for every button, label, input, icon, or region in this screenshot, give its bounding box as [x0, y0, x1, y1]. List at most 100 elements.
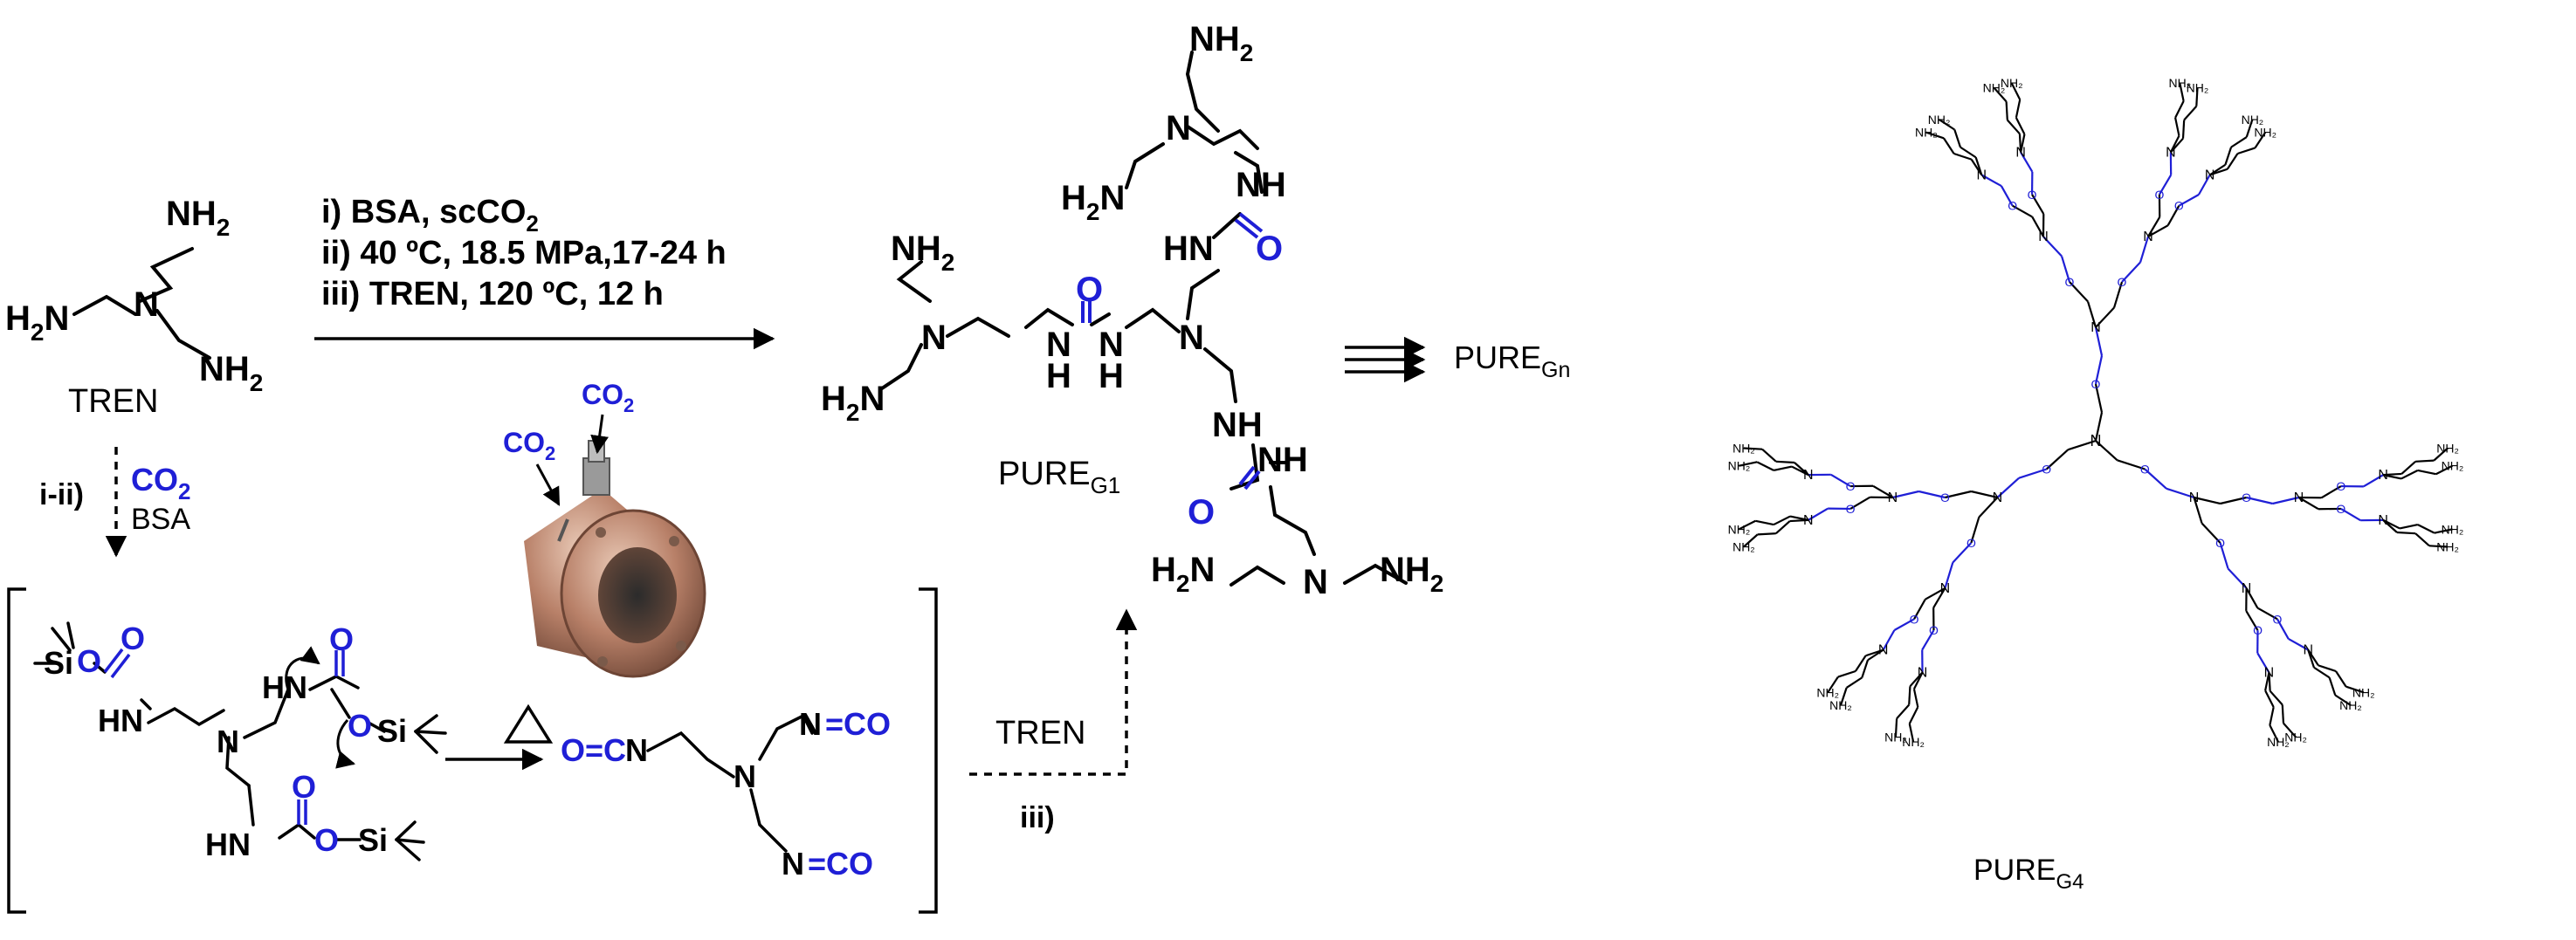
down-step-bsa: BSA — [131, 503, 190, 536]
g1-o-center: O — [1076, 271, 1103, 309]
g1-n-top: N — [1166, 109, 1191, 148]
dendrimer-bond — [1839, 687, 1848, 706]
g1-urea-co-bonds — [1081, 212, 1264, 491]
dendrimer-atom-label: NH₂ — [2284, 730, 2307, 744]
tren-step-label: iii) — [1020, 801, 1055, 834]
dendrimer-bond — [1938, 118, 1955, 131]
g1-bonds — [880, 51, 1408, 587]
dendrimer-bond — [2193, 497, 2203, 524]
dendrimer-bond — [1837, 669, 1856, 678]
dendrimer-bond — [2269, 690, 2283, 706]
dendrimer-bond — [2230, 136, 2248, 148]
dendrimer-bond — [2069, 281, 2089, 303]
dendrimer-bond — [1882, 629, 1896, 651]
dendrimer-atom-label: NH₂ — [2436, 442, 2459, 456]
dendrimer-bond — [2396, 531, 2416, 535]
heat-triangle-icon — [503, 703, 554, 744]
dendrimer-bond — [2068, 439, 2097, 451]
dendrimer-bond — [2417, 469, 2436, 476]
isocyanate-bottom-n: N — [782, 846, 804, 882]
dendrimer-atom-label: NH₂ — [2187, 81, 2209, 95]
dendrimer-bond — [2020, 134, 2026, 153]
dendrimer-bond — [2219, 542, 2229, 569]
dendrimer-bond — [2170, 137, 2184, 154]
g1-nh-a-h: H — [1046, 357, 1071, 395]
dendrimer-atom-label: O — [2008, 199, 2017, 213]
step-iii-text: iii) TREN, 120 ºC, 12 h — [321, 276, 664, 312]
dendrimer-atom-label: NH₂ — [1732, 442, 1755, 456]
dendrimer-bond — [2283, 722, 2297, 738]
dendrimer-bond — [2433, 447, 2449, 462]
dendrimer-atom-label: N — [1803, 468, 1814, 483]
dendrimer-bond — [1912, 689, 1919, 708]
dendrimer-bond — [2031, 194, 2045, 215]
dendrimer-bond — [1757, 532, 1776, 536]
dendrimer-bond — [1953, 129, 1961, 148]
dendrimer-bond — [2147, 224, 2169, 238]
dendrimer-atom-label: O — [2253, 623, 2263, 637]
dendrimer-bond — [1761, 448, 1777, 463]
o-bottom-carbonyl: O — [292, 769, 316, 805]
dendrimer-bond — [2415, 459, 2435, 463]
dendrimer-bond — [2340, 507, 2361, 522]
dendrimer-bond — [2335, 670, 2347, 688]
g1-hn-up: HN — [1163, 230, 1214, 268]
dendrimer-atom-label: NH₂ — [2442, 522, 2464, 536]
dendrimer-bond — [1775, 520, 1791, 535]
dendrimer-bond — [2209, 168, 2228, 176]
reactor-co2-right: CO2 — [582, 379, 634, 416]
dendrimer-bond — [1944, 562, 1954, 589]
dendrimer-bond — [2195, 87, 2199, 106]
dendrimer-bond — [2000, 185, 2014, 207]
g4-label: PUREG4 — [1973, 854, 2084, 894]
o-right-carbonyl: O — [329, 621, 354, 657]
dendrimer-atom-label: NH₂ — [2352, 685, 2375, 699]
step-i-text: i) BSA, scCO2 — [321, 194, 539, 237]
dendrimer-atom-label: O — [2028, 188, 2037, 202]
dendrimer-bond — [1855, 655, 1867, 672]
g1-nh-down-a: NH — [1212, 406, 1263, 444]
dendrimer-atom-label: NH₂ — [1829, 698, 1852, 712]
si-right: Si — [377, 713, 407, 749]
dendrimer-bond — [2158, 174, 2173, 196]
dendrimer-atom-label: NH₂ — [1728, 522, 1751, 536]
tren-nh2-top: NH2 — [166, 195, 230, 241]
dendrimer-bond — [2194, 496, 2221, 505]
dendrimer-atom-label: O — [1846, 502, 1856, 516]
dendrimer-atom-label: NH₂ — [2267, 735, 2290, 749]
dendrimer-bond — [2018, 468, 2048, 479]
dendrimer-bond — [2183, 105, 2198, 121]
dendrimer-atom-label: N — [2143, 230, 2153, 244]
g1-n-center: N — [1179, 319, 1204, 357]
dendrimer-bond — [2298, 497, 2319, 511]
tren-step-reagent: TREN — [995, 715, 1085, 751]
dendrimer-bond — [1908, 686, 1911, 705]
dendrimer-atom-label: O — [1929, 623, 1939, 637]
dendrimer-atom-label: N — [2038, 230, 2049, 244]
dendrimer-bond — [2400, 469, 2419, 480]
dendrimer-bond — [2174, 117, 2180, 136]
dendrimer-atom-label: O — [2242, 491, 2251, 504]
g4-dendrimer: NONONONNH₂NH₂ONNH₂NH₂ONONNH₂NH₂ONNH₂NH₂O… — [1728, 76, 2464, 749]
g1-h2n-bottom-left: H2N — [1151, 551, 1215, 597]
dendrimer-bond — [1993, 86, 2008, 103]
dendrimer-bond — [1971, 490, 1998, 499]
dendrimer-atom-label: O — [2091, 377, 2101, 391]
dendrimer-bond — [1894, 718, 1898, 738]
dendrimer-bond — [2181, 120, 2186, 139]
dendrimer-bond — [2269, 706, 2275, 726]
dendrimer-bond — [2174, 100, 2185, 119]
dendrimer-bond — [2334, 694, 2352, 707]
dendrimer-bond — [1952, 542, 1973, 564]
dendrimer-bond — [2147, 216, 2161, 237]
dendrimer-atom-label: NH₂ — [2339, 698, 2362, 712]
bracket-left — [7, 587, 26, 914]
dendrimer-bond — [1794, 462, 1809, 476]
dendrimer-bond — [2269, 724, 2279, 743]
down-step-label: i-ii) — [39, 478, 84, 511]
dendrimer-bond — [2201, 522, 2221, 544]
g1-n-bottom: N — [1303, 563, 1328, 601]
dendrimer-atom-label: N — [2205, 168, 2215, 182]
dendrimer-bond — [2005, 101, 2008, 120]
o-top-left-ester: O — [77, 643, 101, 679]
